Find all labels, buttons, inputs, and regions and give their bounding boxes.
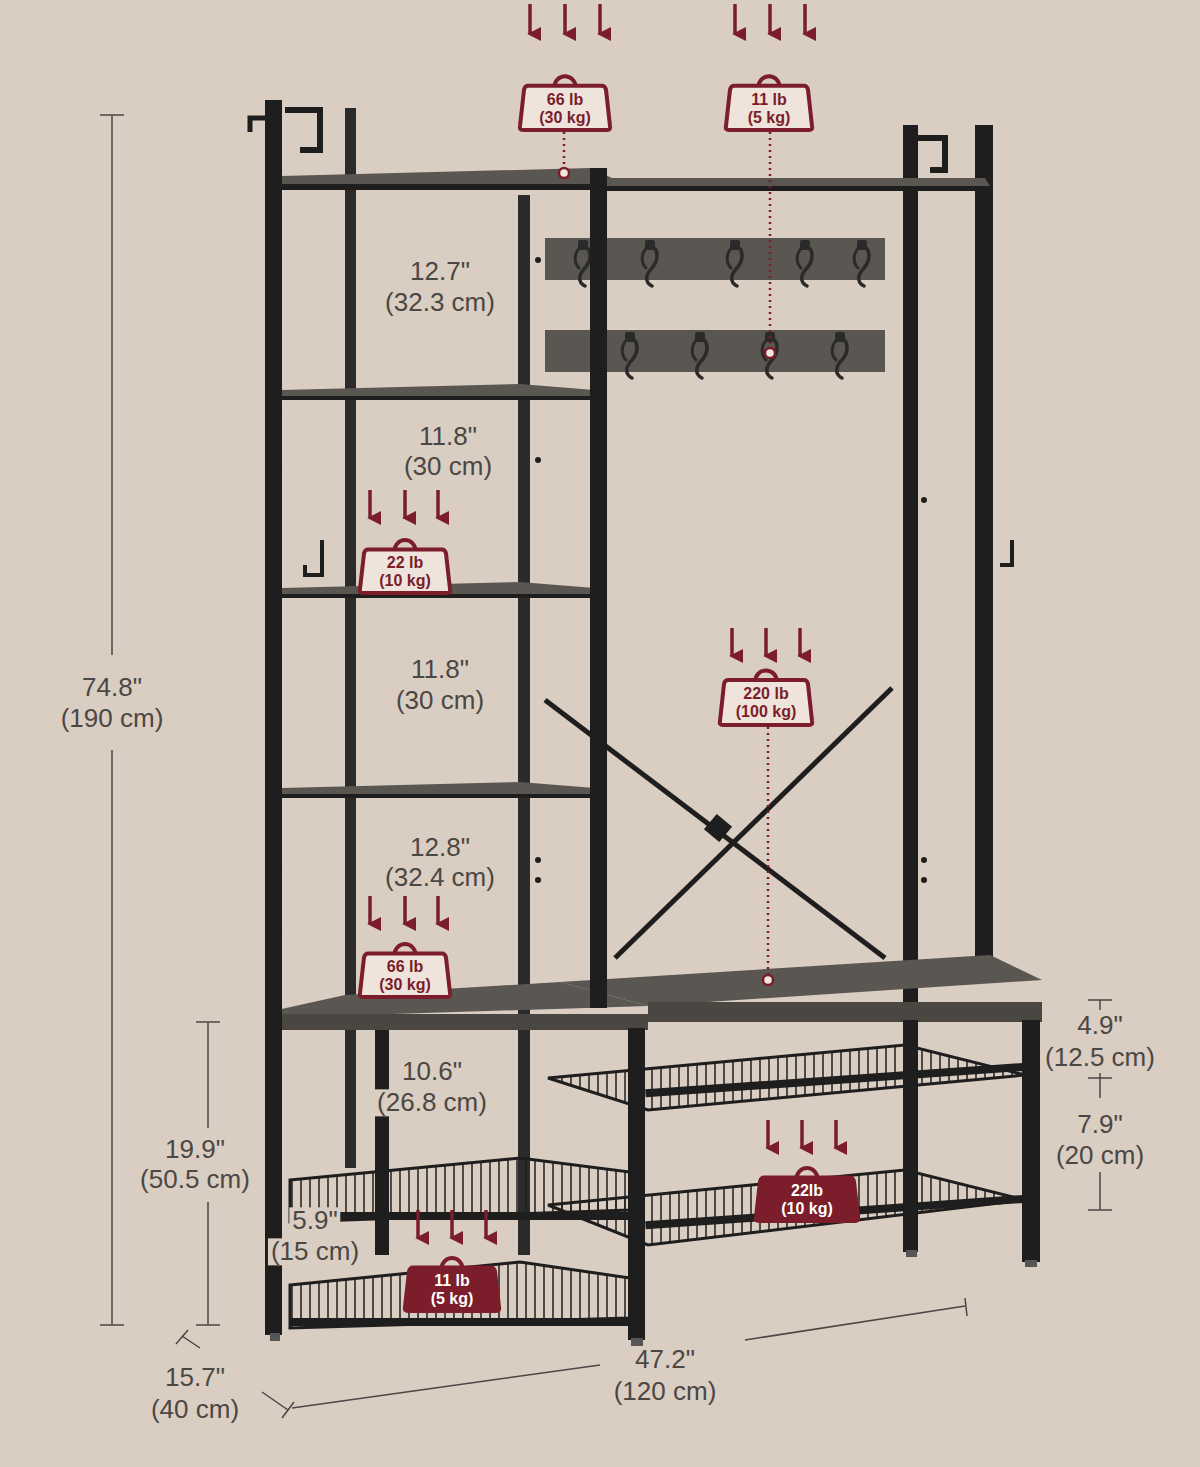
dimension-label: (15 cm) — [268, 1238, 362, 1265]
dimension-label: 12.8" — [407, 834, 473, 861]
weight-capacity: (30 kg) — [379, 976, 431, 994]
weight-capacity: (30 kg) — [539, 109, 591, 127]
weight-capacity: 220 lb — [743, 685, 788, 703]
weight-capacity: (10 kg) — [379, 572, 431, 590]
dimension-label: (26.8 cm) — [374, 1089, 490, 1116]
dimension-label: (30 cm) — [393, 687, 487, 714]
dimension-label: 11.8" — [416, 423, 480, 450]
weight-capacity: 66 lb — [547, 91, 583, 109]
dimension-label: (50.5 cm) — [137, 1166, 253, 1193]
dimension-label: (32.4 cm) — [382, 864, 498, 891]
dimension-label: (190 cm) — [58, 705, 167, 732]
weight-capacity: (100 kg) — [736, 703, 796, 721]
weight-tag: 11 lb(5 kg) — [403, 1248, 501, 1313]
dimension-label: 15.7" — [162, 1364, 228, 1391]
weight-tag: 66 lb(30 kg) — [518, 66, 612, 132]
dimension-label: (12.5 cm) — [1042, 1044, 1158, 1071]
dimension-label: 19.9" — [162, 1136, 228, 1163]
weight-tag: 66 lb(30 kg) — [358, 934, 452, 999]
weight-capacity: (5 kg) — [431, 1290, 474, 1308]
dimension-label: 74.8" — [79, 674, 145, 701]
weight-capacity: 22 lb — [387, 554, 423, 572]
weight-capacity: 11 lb — [434, 1272, 470, 1290]
dimension-label: (30 cm) — [401, 453, 495, 480]
weight-tag: 220 lb(100 kg) — [718, 660, 814, 727]
dimension-label: 10.6" — [399, 1058, 465, 1085]
dimension-label: 12.7" — [407, 258, 473, 285]
weight-capacity: 22lb — [791, 1182, 823, 1200]
dimension-label: (20 cm) — [1053, 1142, 1147, 1169]
weight-tag: 11 lb(5 kg) — [724, 66, 814, 132]
dimension-label: (120 cm) — [611, 1378, 720, 1405]
dimension-label: 11.8" — [408, 656, 472, 683]
weight-tag: 22lb(10 kg) — [754, 1158, 860, 1223]
dimension-label: 5.9" — [289, 1207, 340, 1234]
dimension-label: 4.9" — [1074, 1012, 1125, 1039]
dimension-label: 7.9" — [1074, 1111, 1125, 1138]
weight-tag: 22 lb(10 kg) — [358, 530, 452, 595]
dimension-label: (40 cm) — [148, 1396, 242, 1423]
weight-capacity: 66 lb — [387, 958, 423, 976]
dimension-label: 47.2" — [632, 1346, 698, 1373]
weight-capacity: (10 kg) — [781, 1200, 833, 1218]
dimension-label: (32.3 cm) — [382, 289, 498, 316]
weight-capacity: 11 lb — [751, 91, 787, 109]
weight-capacity: (5 kg) — [748, 109, 791, 127]
